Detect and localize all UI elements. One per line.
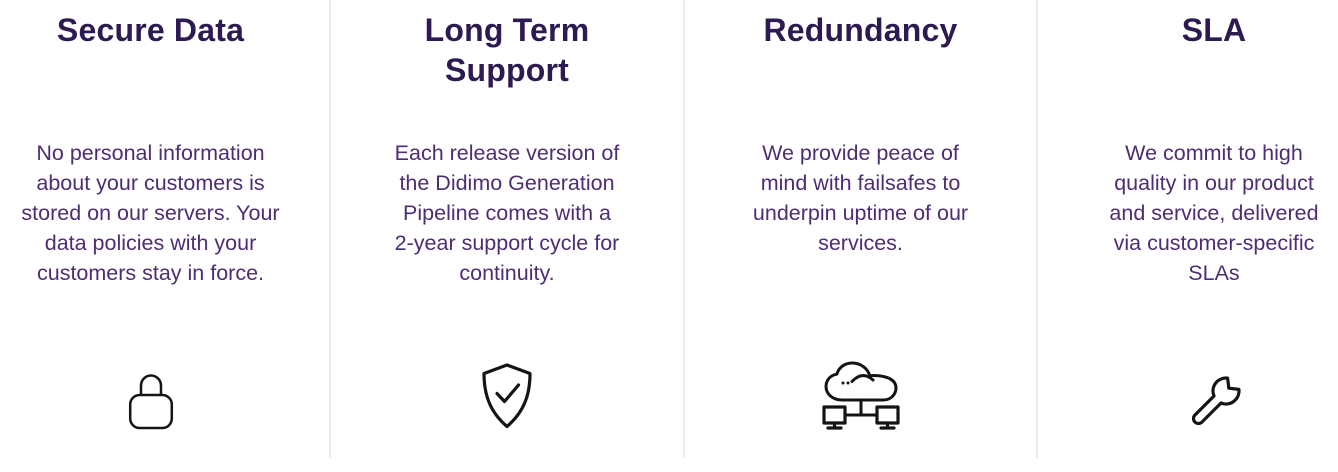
feature-description: Each release version of the Didimo Gener…: [394, 141, 620, 285]
feature-title: Redundancy: [763, 12, 958, 48]
feature-card-content: Long Term Support Each release version o…: [331, 10, 683, 468]
feature-description: No personal information about your custo…: [21, 141, 280, 285]
lock-icon: [128, 374, 173, 430]
cloud-network-icon: [821, 361, 900, 430]
feature-card-content: SLA We commit to high quality in our pro…: [1064, 10, 1338, 468]
feature-card-content: Secure Data No personal information abou…: [0, 10, 315, 468]
shield-check-icon: [482, 363, 532, 429]
feature-title: SLA: [1181, 12, 1247, 48]
feature-icon-area: [0, 370, 315, 430]
feature-card-redundancy: Redundancy We provide peace of mind with…: [683, 0, 1036, 458]
feature-card-secure-data: Secure Data No personal information abou…: [0, 0, 329, 458]
feature-title: Long Term Support: [424, 12, 590, 88]
feature-icon-area: [331, 362, 683, 430]
feature-icon-area: [685, 360, 1036, 430]
features-row: Secure Data No personal information abou…: [0, 0, 1338, 458]
feature-card-content: Redundancy We provide peace of mind with…: [685, 10, 1036, 468]
feature-card-long-term-support: Long Term Support Each release version o…: [329, 0, 683, 458]
feature-icon-area: [1064, 372, 1338, 430]
feature-title: Secure Data: [56, 12, 245, 48]
wrench-icon: [1191, 376, 1241, 426]
feature-card-sla: SLA We commit to high quality in our pro…: [1036, 0, 1338, 458]
feature-description: We provide peace of mind with failsafes …: [752, 141, 969, 255]
feature-description: We commit to high quality in our product…: [1109, 141, 1319, 285]
